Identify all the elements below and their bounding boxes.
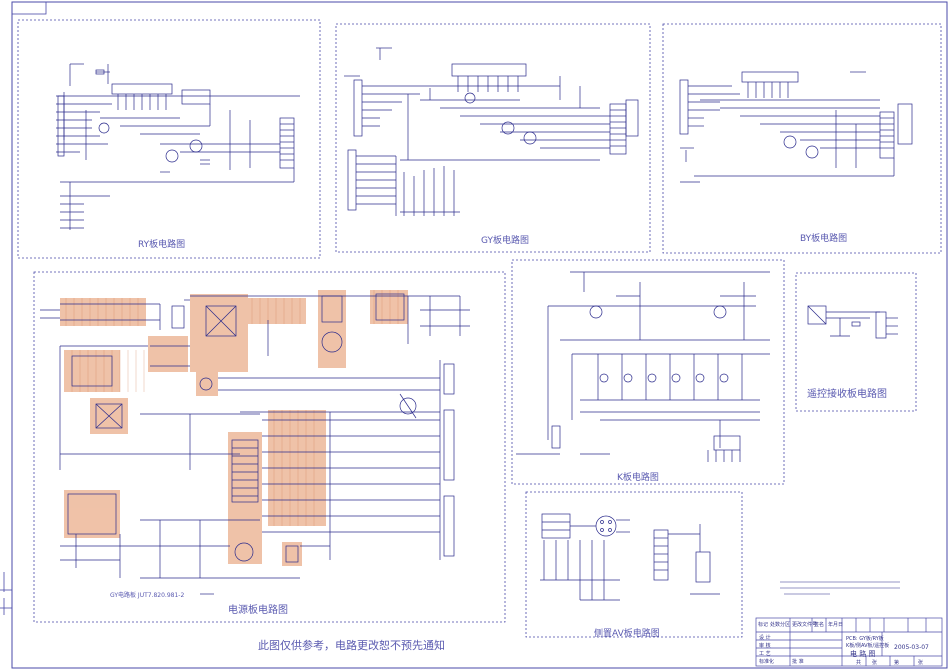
- ry-board-title: RY板电路图: [138, 240, 186, 250]
- power-board-panel: [33, 271, 506, 623]
- gy-board-schematic: [344, 47, 639, 216]
- tb-sheet-total: 共: [856, 660, 862, 666]
- footer-notice: 此图仅供参考，电路更改恕不预先通知: [258, 639, 445, 652]
- tb-header-change-doc: 更改文件号: [792, 622, 818, 628]
- gy-board-title: GY板电路图: [481, 236, 530, 246]
- tb-row-approve: 批 准: [792, 659, 804, 665]
- tb-header-mark: 标记: [758, 622, 769, 628]
- tb-header-sign: 签名: [814, 622, 825, 628]
- by-board-title: BY板电路图: [800, 234, 848, 244]
- tb-date: 2005-03-07: [894, 644, 929, 651]
- tb-row-process: 工 艺: [759, 651, 771, 657]
- tb-sheet-no: 第: [894, 660, 900, 666]
- tb-drawing-name: 电 路 图: [850, 650, 876, 658]
- tb-sheet-unit2: 张: [918, 660, 924, 666]
- remote-board-schematic: [807, 305, 898, 339]
- tb-row-review: 审 核: [759, 643, 771, 649]
- side-av-board-schematic: [540, 513, 720, 601]
- tb-header-zone: 分区: [780, 622, 791, 628]
- remote-board-title: 遥控接收板电路图: [807, 389, 887, 400]
- by-board-schematic: [679, 71, 913, 183]
- ry-board-schematic: [56, 63, 300, 230]
- panel-borders: [17, 19, 942, 638]
- k-board-schematic: [516, 271, 770, 462]
- tb-header-count: 处数: [770, 622, 781, 628]
- tb-row-standard: 标准化: [759, 659, 775, 665]
- gy-board-panel: [335, 23, 651, 253]
- ry-board-panel: [17, 19, 321, 259]
- k-board-title: K板电路图: [617, 473, 659, 483]
- power-board-schematic: [40, 293, 470, 595]
- tb-sheet-unit1: 张: [872, 660, 878, 666]
- by-board-panel: [662, 23, 942, 254]
- remote-board-panel: [795, 272, 917, 412]
- title-block-grid: [755, 617, 943, 667]
- notes-block: [780, 581, 900, 595]
- side-av-board-panel: [525, 491, 743, 638]
- tb-row-design: 设 计: [759, 635, 771, 641]
- tb-model-line2: K板/侧AV板/遥控板: [846, 643, 890, 649]
- tb-model-line1: PCB: GY板/RY板: [846, 636, 884, 642]
- power-board-hatching: [65, 290, 399, 526]
- power-board-title: 电源板电路图: [228, 605, 288, 616]
- k-board-panel: [511, 259, 785, 485]
- tb-header-date: 年月日: [828, 622, 844, 628]
- power-board-code: GY电路板 JUT7.820.981-2: [110, 592, 185, 599]
- side-av-board-title: 侧置AV板电路图: [594, 629, 660, 639]
